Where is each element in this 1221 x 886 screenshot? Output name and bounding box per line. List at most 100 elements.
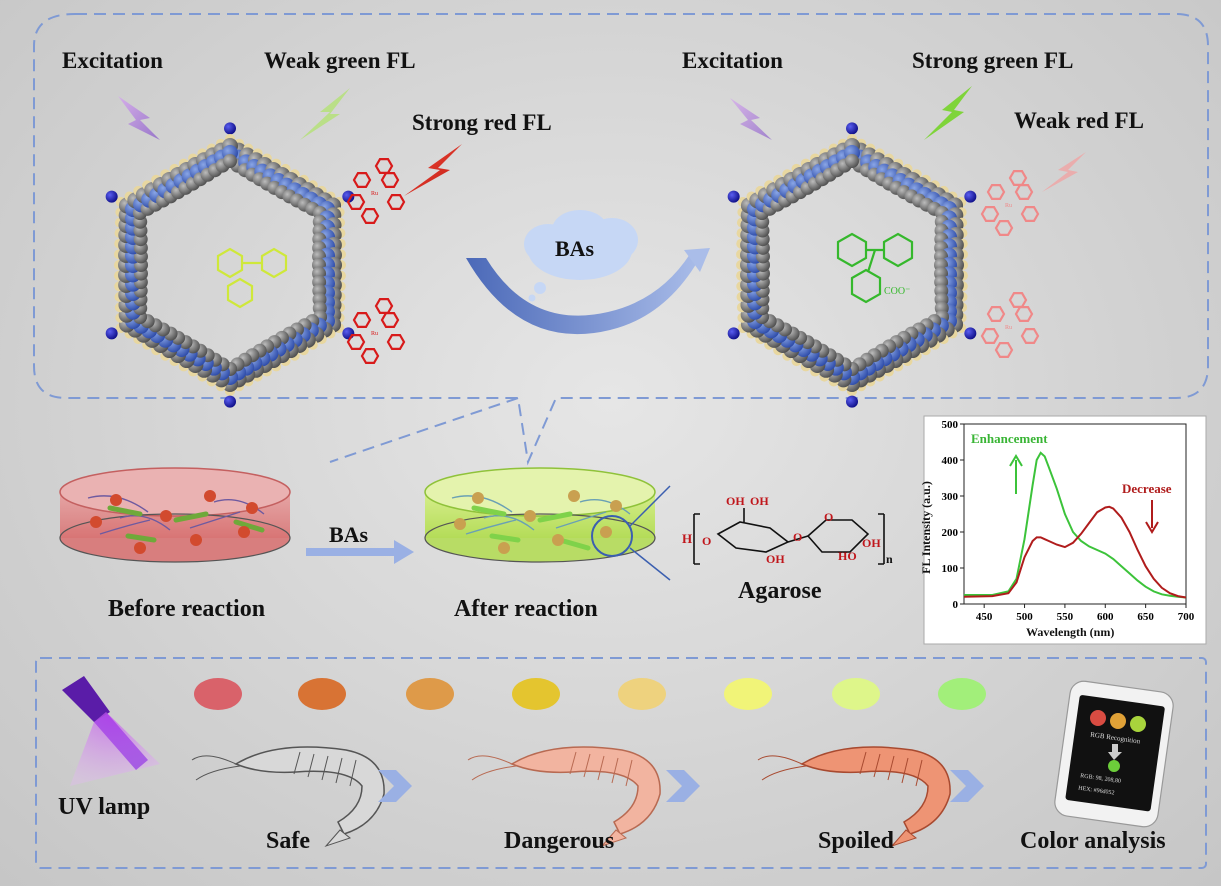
agarose-oh1: OH	[726, 494, 745, 508]
gel-fiber-before	[99, 519, 151, 535]
svg-text:Ru: Ru	[1005, 325, 1012, 331]
bas-arrow-label: BAs	[329, 522, 369, 547]
chart-ytick-label: 200	[942, 527, 959, 539]
particle-before	[110, 494, 122, 506]
ru-complex-right-bottom: Ru	[980, 292, 1040, 358]
phone-result-dot	[1108, 760, 1120, 772]
rod-after	[537, 511, 573, 523]
strong-red-fl-label: Strong red FL	[412, 110, 552, 135]
color-dot	[512, 678, 560, 710]
ru-complex-left-top: Ru	[346, 158, 406, 224]
particle-after	[472, 492, 484, 504]
chart-xtick-label: 600	[1097, 611, 1114, 623]
particle-before	[160, 510, 172, 522]
rod-before	[107, 505, 143, 517]
cof-framework-left	[105, 122, 355, 408]
color-dot	[724, 678, 772, 710]
excitation-bolt-right	[730, 98, 772, 140]
chart-ytick-label: 500	[942, 419, 959, 431]
chart-ylabel: FL Intensity (a.u.)	[918, 481, 933, 574]
rod-before	[233, 519, 265, 533]
agarose-ho: HO	[838, 549, 857, 563]
chart-annotation-enhancement: Enhancement	[971, 431, 1048, 446]
weak-green-fl-label: Weak green FL	[264, 48, 416, 73]
particle-after	[568, 490, 580, 502]
rod-before	[125, 533, 157, 543]
phone-arrow-icon	[1108, 744, 1122, 760]
ru-complex-left-bottom: Ru	[346, 298, 406, 364]
bas-arrow-middle	[306, 540, 414, 564]
phone-color-dot	[1110, 713, 1126, 729]
green-bolt-right	[924, 86, 972, 140]
fluorescein-open-right	[836, 232, 914, 304]
chart-xlabel: Wavelength (nm)	[1026, 625, 1115, 639]
color-dot	[618, 678, 666, 710]
bottom-panel-border	[35, 657, 1207, 869]
particle-after	[600, 526, 612, 538]
gel-fiber-after	[555, 511, 607, 529]
particle-after	[610, 500, 622, 512]
gel-fiber-before	[189, 511, 241, 529]
agarose-label: Agarose	[738, 578, 822, 604]
particle-after	[552, 534, 564, 546]
chart-xtick-label: 500	[1016, 611, 1033, 623]
dish-after	[424, 467, 656, 563]
rod-after	[489, 533, 521, 543]
uv-lamp-icon	[62, 676, 160, 786]
bas-cloud-label: BAs	[555, 236, 595, 261]
agarose-o2: O	[793, 530, 803, 544]
gel-fiber-before	[119, 515, 171, 531]
gel-fiber-before	[213, 499, 265, 515]
chart-series-line-1	[963, 505, 1187, 599]
particle-after	[454, 518, 466, 530]
excitation-label-left: Excitation	[62, 48, 163, 73]
agarose-oh4: OH	[862, 536, 881, 550]
chart-ytick-label: 400	[942, 455, 959, 467]
rod-after	[471, 505, 507, 517]
particle-before	[90, 516, 102, 528]
agarose-o3: O	[824, 510, 834, 524]
chevron-3-icon	[950, 770, 984, 802]
chart-plot-frame	[963, 423, 1187, 605]
svg-text:Ru: Ru	[371, 331, 378, 337]
particle-before	[190, 534, 202, 546]
green-bolt-left	[300, 88, 350, 140]
chart-xtick-label: 550	[1057, 611, 1074, 623]
color-dot	[832, 678, 880, 710]
gel-fiber-after	[483, 515, 535, 531]
agarose-h: H	[682, 531, 693, 546]
fluorescein-lactone-left	[216, 247, 288, 309]
particle-before	[238, 526, 250, 538]
svg-text:COO⁻: COO⁻	[884, 286, 910, 297]
top-callout-border	[33, 13, 1209, 466]
agarose-o1: O	[702, 534, 712, 548]
particle-after	[524, 510, 536, 522]
reaction-arrow-arc	[466, 254, 702, 335]
chart-ytick-label: 300	[942, 491, 959, 503]
agarose-oh3: OH	[766, 552, 785, 566]
chevron-2-icon	[666, 770, 700, 802]
after-reaction-label: After reaction	[454, 596, 598, 622]
enhancement-arrow-icon	[1009, 454, 1023, 494]
color-scale	[194, 678, 986, 710]
rod-after	[557, 537, 591, 551]
color-dot	[194, 678, 242, 710]
excitation-label-right: Excitation	[682, 48, 783, 73]
particle-after	[498, 542, 510, 554]
strong-green-fl-label: Strong green FL	[912, 48, 1074, 73]
particle-before	[134, 542, 146, 554]
stage-safe-label: Safe	[266, 828, 310, 854]
color-dot	[298, 678, 346, 710]
zoom-circle	[591, 515, 633, 557]
svg-text:Ru: Ru	[1005, 203, 1012, 209]
chevron-1-icon	[378, 770, 412, 802]
chart-xtick-label: 650	[1137, 611, 1154, 623]
bas-cloud	[524, 210, 638, 302]
color-analysis-label: Color analysis	[1020, 828, 1166, 854]
before-reaction-label: Before reaction	[108, 596, 266, 622]
chart-ytick-label: 100	[942, 563, 959, 575]
svg-text:Ru: Ru	[371, 191, 378, 197]
color-dot	[406, 678, 454, 710]
